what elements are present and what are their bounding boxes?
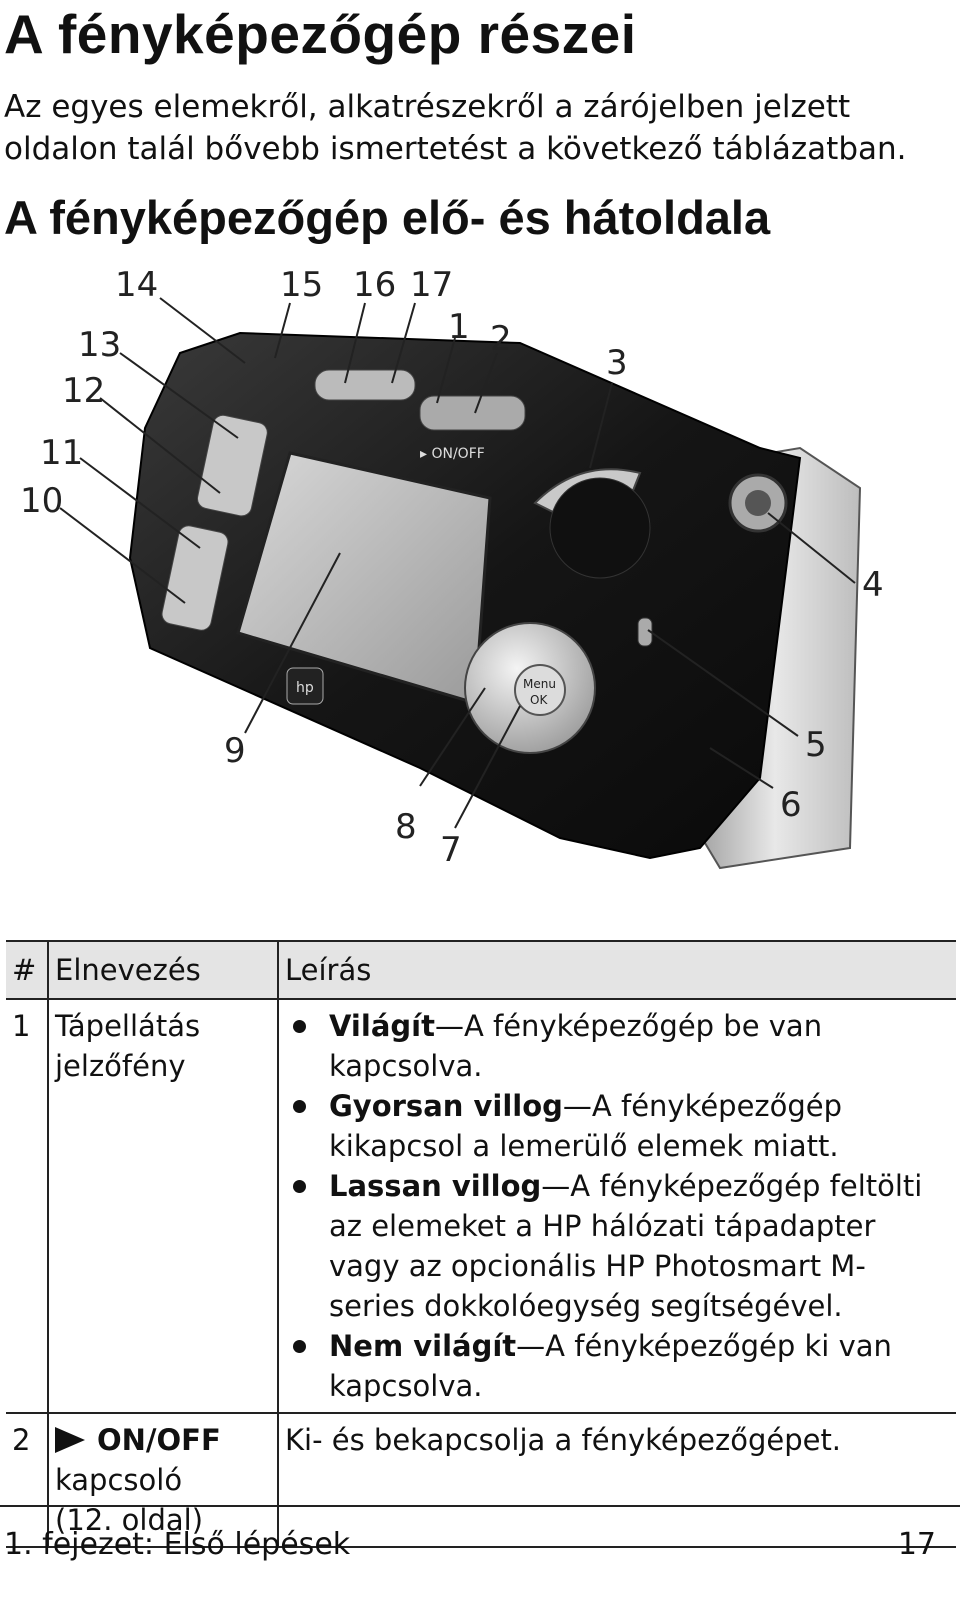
row-number: 2 — [6, 1413, 48, 1548]
status-text: —A fényképezőgép feltölti az elemeket a … — [329, 1169, 923, 1323]
section-title: A fényképezőgép elő- és hátoldala — [4, 191, 771, 244]
zoom-dial — [549, 477, 651, 579]
header-name: Elnevezés — [47, 940, 278, 1000]
play-arrow-icon — [55, 1427, 85, 1453]
table-row: 2 ON/OFF kapcsoló (12. oldal) Ki- és bek… — [6, 1413, 956, 1548]
callout-14: 14 — [115, 265, 159, 305]
onoff-print: ▸ ON/OFF — [420, 446, 485, 462]
status-text: —A fényképezőgép be van kapcsolva. — [329, 1009, 823, 1083]
footer-divider — [0, 1505, 960, 1507]
header-number: # — [6, 940, 48, 1000]
status-term: Világít — [329, 1009, 435, 1043]
callout-15: 15 — [280, 265, 324, 305]
callout-1: 1 — [448, 307, 470, 347]
status-term: Nem világít — [329, 1329, 517, 1363]
list-item: Nem világít—A fényképezőgép ki van kapcs… — [285, 1326, 950, 1406]
page-reference: (12. oldal) — [55, 1503, 204, 1537]
bullet-icon — [293, 1180, 306, 1193]
callout-12: 12 — [62, 371, 106, 411]
status-list: Világít—A fényképezőgép be van kapcsolva… — [285, 1006, 950, 1406]
intro-paragraph: Az egyes elemekről, alkatrészekről a zár… — [4, 89, 907, 167]
hp-logo-text: hp — [296, 680, 314, 696]
row-description: Ki- és bekapcsolja a fényképezőgépet. — [277, 1413, 956, 1548]
row-name: Tápellátás jelzőfény — [47, 999, 278, 1414]
row-description: Világít—A fényképezőgép be van kapcsolva… — [277, 999, 956, 1414]
row-number: 1 — [6, 999, 48, 1414]
callout-3: 3 — [606, 343, 628, 383]
list-item: Lassan villog—A fényképezőgép feltölti a… — [285, 1166, 950, 1326]
callout-6: 6 — [780, 785, 802, 825]
status-text: —A fényképezőgép ki van kapcsolva. — [329, 1329, 892, 1403]
bullet-icon — [293, 1100, 306, 1113]
camera-figure: ▸ ON/OFF hp Menu OK — [0, 258, 960, 908]
row-name: ON/OFF kapcsoló (12. oldal) — [47, 1413, 278, 1548]
leader-lines — [59, 297, 856, 829]
status-term: Lassan villog — [329, 1169, 542, 1203]
camera-illustration: ▸ ON/OFF hp Menu OK — [59, 297, 862, 870]
callout-13: 13 — [78, 325, 122, 365]
list-item: Világít—A fényképezőgép be van kapcsolva… — [285, 1006, 950, 1086]
list-item: Gyorsan villog—A fényképezőgép kikapcsol… — [285, 1086, 950, 1166]
onoff-label: ON/OFF — [97, 1423, 221, 1457]
callout-2: 2 — [490, 319, 512, 359]
callout-4: 4 — [862, 565, 884, 605]
callout-8: 8 — [395, 807, 417, 847]
callout-10: 10 — [20, 481, 64, 521]
mode-buttons — [314, 369, 416, 401]
table-header-row: # Elnevezés Leírás — [6, 940, 956, 1000]
side-buttons-lower — [161, 525, 229, 631]
hp-logo — [286, 667, 324, 705]
power-switch — [419, 395, 526, 431]
switch-label: kapcsoló — [55, 1463, 183, 1497]
bullet-icon — [293, 1020, 306, 1033]
parts-table: # Elnevezés Leírás 1 Tápellátás jelzőfén… — [6, 940, 956, 1548]
status-term: Gyorsan villog — [329, 1089, 563, 1123]
menu-ok-button — [514, 664, 566, 716]
callout-5: 5 — [805, 725, 827, 765]
side-buttons-upper — [196, 414, 268, 517]
callout-11: 11 — [40, 433, 84, 473]
callout-16: 16 — [353, 265, 397, 305]
header-description: Leírás — [277, 940, 956, 1000]
callout-7: 7 — [440, 830, 462, 870]
footer-chapter: 1. fejezet: Első lépések — [4, 1527, 351, 1562]
menu-print: Menu — [523, 677, 556, 691]
page-title: A fényképezőgép részei — [4, 3, 637, 65]
callout-17: 17 — [410, 265, 454, 305]
footer-page-number: 17 — [897, 1527, 936, 1562]
ok-print: OK — [530, 693, 548, 707]
bullet-icon — [293, 1340, 306, 1353]
status-text: —A fényképezőgép kikapcsol a lemerülő el… — [329, 1089, 843, 1163]
table-row: 1 Tápellátás jelzőfény Világít—A fénykép… — [6, 999, 956, 1414]
callout-9: 9 — [224, 731, 246, 771]
